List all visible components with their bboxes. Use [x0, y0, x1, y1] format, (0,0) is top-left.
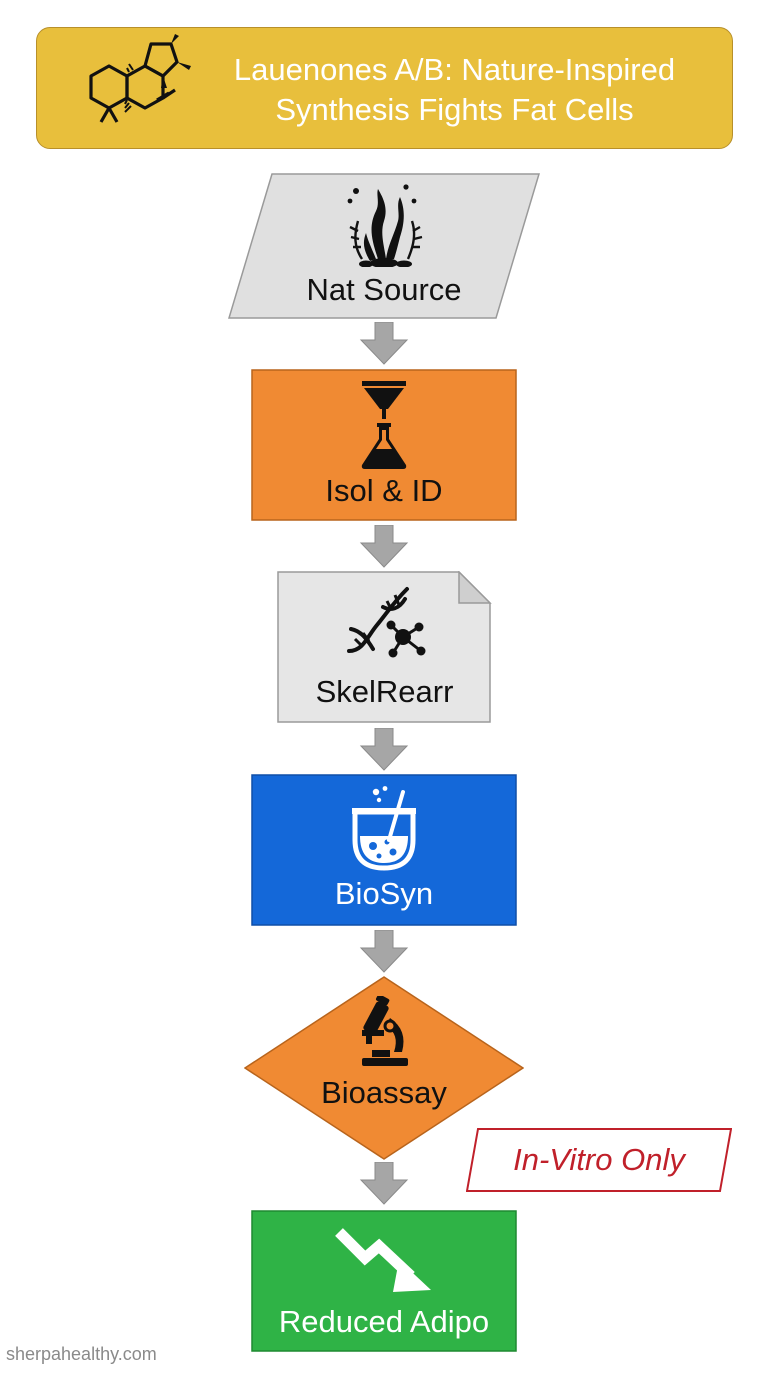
- step-bioassay: Bioassay: [244, 976, 524, 1160]
- funnel-flask-icon: [361, 381, 407, 469]
- molecule-structure-icon: [89, 34, 191, 123]
- step-biosyn: BioSyn: [251, 774, 517, 926]
- caveat-label: In-Vitro Only: [513, 1142, 685, 1177]
- flow-arrow: [359, 728, 409, 771]
- seaweed-icon: [347, 184, 423, 267]
- step-reduced-adipo: Reduced Adipo: [251, 1210, 517, 1352]
- step-skel-rearr: SkelRearr: [277, 571, 492, 724]
- flow-arrow: [359, 1162, 409, 1205]
- flow-arrow: [359, 322, 409, 365]
- footer-source: sherpahealthy.com: [6, 1344, 157, 1364]
- caveat-badge: In-Vitro Only: [466, 1128, 732, 1192]
- step-nat-source: Nat Source: [228, 173, 540, 319]
- flow-arrow: [359, 525, 409, 568]
- title-line-2: Synthesis Fights Fat Cells: [275, 92, 634, 127]
- page-title: Lauenones A/B: Nature-Inspired Synthesis…: [187, 50, 722, 130]
- title-banner: Lauenones A/B: Nature-Inspired Synthesis…: [36, 27, 733, 149]
- step-label: Nat Source: [306, 272, 462, 307]
- microscope-icon: [362, 996, 408, 1066]
- step-label: Reduced Adipo: [278, 1304, 490, 1339]
- dna-molecule-icon: [347, 587, 426, 658]
- beaker-icon: [352, 786, 416, 871]
- flow-arrow: [359, 930, 409, 973]
- step-label: BioSyn: [334, 876, 434, 911]
- step-label: Isol & ID: [325, 473, 443, 508]
- step-label: SkelRearr: [315, 674, 454, 709]
- title-line-1: Lauenones A/B: Nature-Inspired: [233, 52, 676, 87]
- step-label: Bioassay: [321, 1075, 447, 1110]
- trend-down-arrow-icon: [335, 1228, 431, 1292]
- step-isol-id: Isol & ID: [251, 369, 517, 521]
